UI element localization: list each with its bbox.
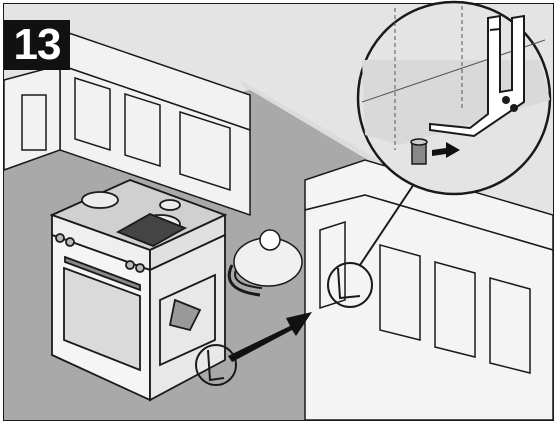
magnified-detail-circle bbox=[358, 2, 550, 194]
slide-in-range bbox=[52, 180, 225, 400]
screw-icon bbox=[411, 139, 427, 164]
step-number-badge: 13 bbox=[4, 20, 70, 70]
